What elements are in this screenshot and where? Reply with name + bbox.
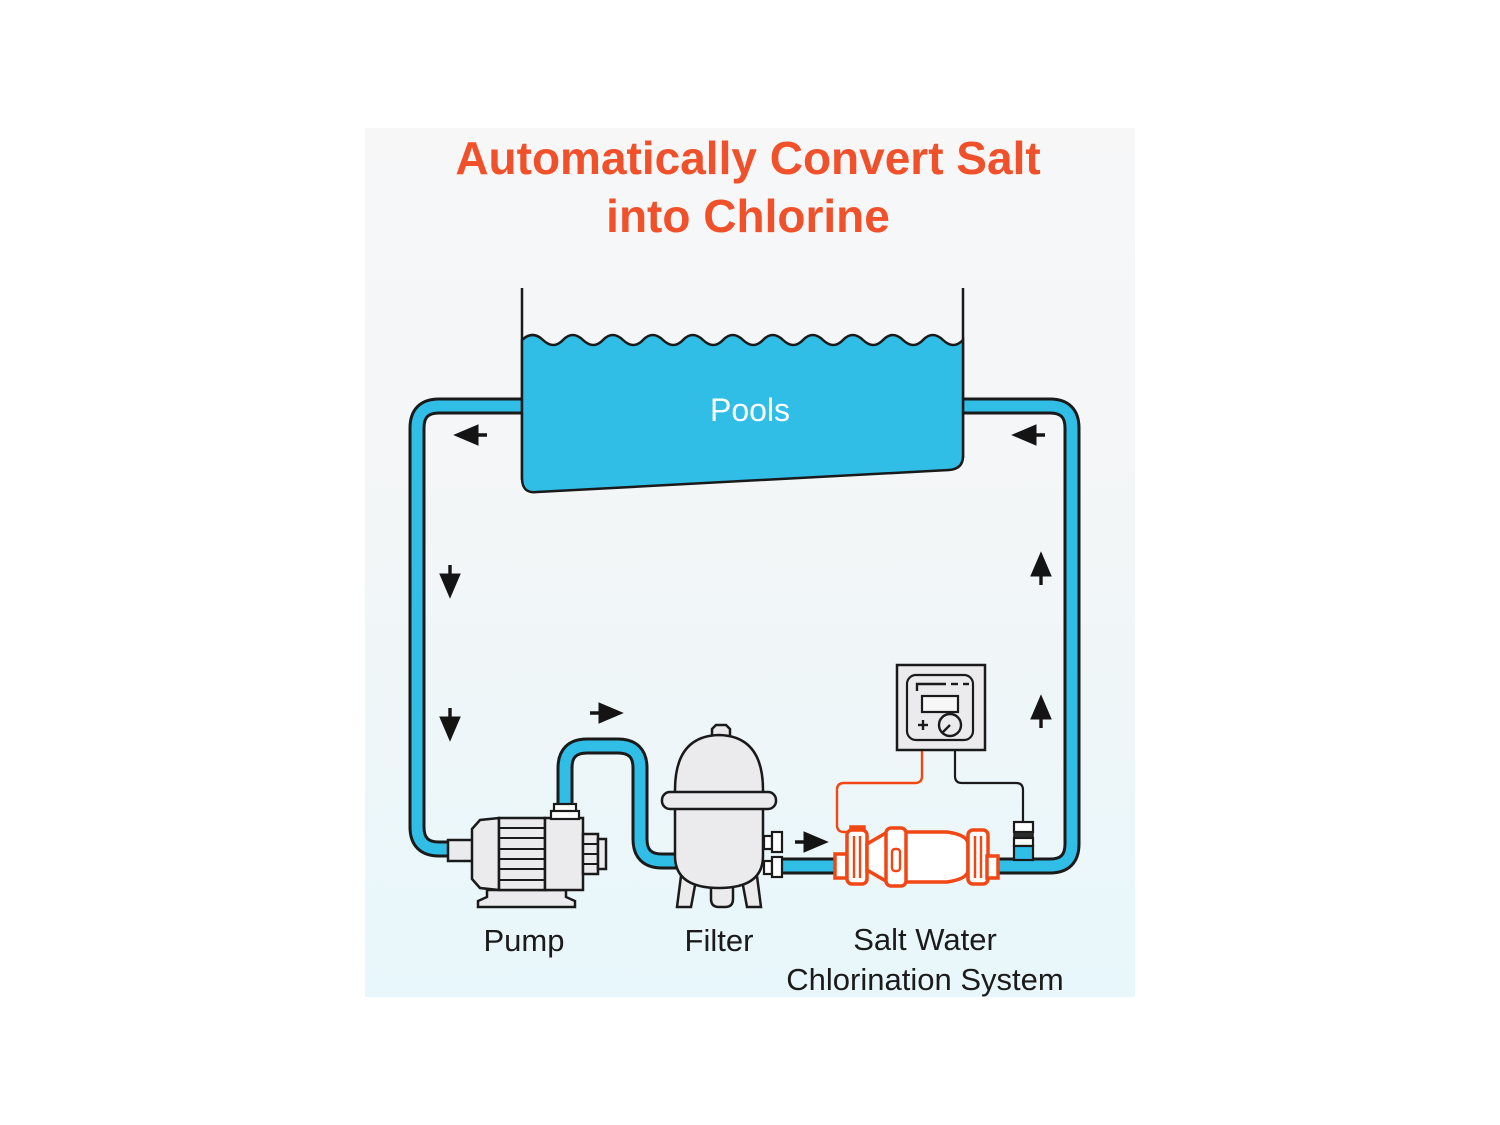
pump-shaft-cap (596, 837, 608, 871)
chlorination-diagram: Automatically Convert Salt into Chlorine (408, 132, 1081, 997)
pump-shaft-ribs (583, 843, 598, 865)
title-line2: into Chlorine (606, 190, 890, 242)
filter-icon (660, 723, 784, 909)
pump-icon (446, 802, 608, 909)
pump-volute (543, 816, 585, 892)
filter-tank (673, 733, 765, 890)
control-panel-icon (895, 663, 987, 752)
pool-label: Pools (710, 392, 790, 428)
wire-orange (835, 749, 924, 834)
cell-right-union (966, 828, 990, 886)
title-line1: Automatically Convert Salt (455, 132, 1040, 184)
panel-display (920, 694, 960, 714)
cell-left-union (845, 828, 869, 886)
panel-face (905, 673, 975, 742)
chlorinator-label-line1: Salt Water (853, 922, 997, 957)
pump-endcap (470, 816, 501, 892)
infographic-canvas: Automatically Convert Salt into Chlorine (365, 128, 1135, 997)
filter-label: Filter (685, 923, 754, 958)
pump-label: Pump (484, 923, 565, 958)
panel-dial-icon (937, 712, 963, 738)
cell-right-connector (985, 854, 1000, 880)
cell-center-band (884, 826, 908, 888)
filter-valve-lower (762, 855, 784, 879)
pipe-pump-to-filter (556, 737, 683, 870)
pool: Pools (520, 288, 965, 494)
filter-collar (660, 790, 778, 811)
cell-center-slot (890, 847, 902, 873)
pool-water-shape (520, 333, 965, 494)
flow-arrows (439, 424, 1052, 853)
cell-body (903, 830, 970, 884)
pump-inlet (446, 838, 476, 863)
pump-base (476, 888, 577, 909)
panel-indicator-line (915, 682, 946, 691)
flow-sensor-icon (1012, 820, 1035, 862)
cell-left-connector (833, 852, 849, 880)
pipe-loop (408, 397, 1081, 875)
chlorinator-cell-icon (833, 825, 1000, 888)
chlorinator-label-line2: Chlorination System (786, 962, 1063, 997)
panel-plus-icon (918, 720, 928, 730)
pump-top-nut-lower (549, 809, 581, 821)
wire-black (953, 749, 1025, 824)
pipe-pool-to-pump (408, 397, 522, 858)
filter-valve-upper (762, 830, 784, 854)
pump-fins (499, 827, 545, 881)
pipe-cell-to-pool (963, 397, 1081, 875)
